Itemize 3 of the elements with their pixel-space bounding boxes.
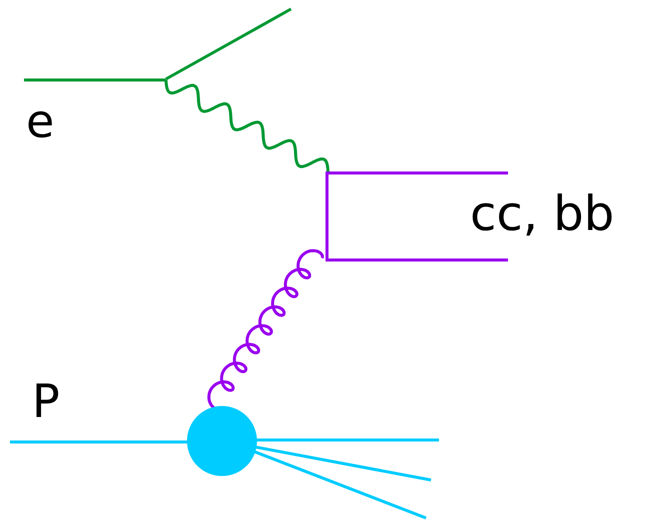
- particle-label: e: [26, 98, 54, 144]
- particle-label: P: [32, 378, 60, 424]
- particle-label: cc, bb: [470, 190, 614, 238]
